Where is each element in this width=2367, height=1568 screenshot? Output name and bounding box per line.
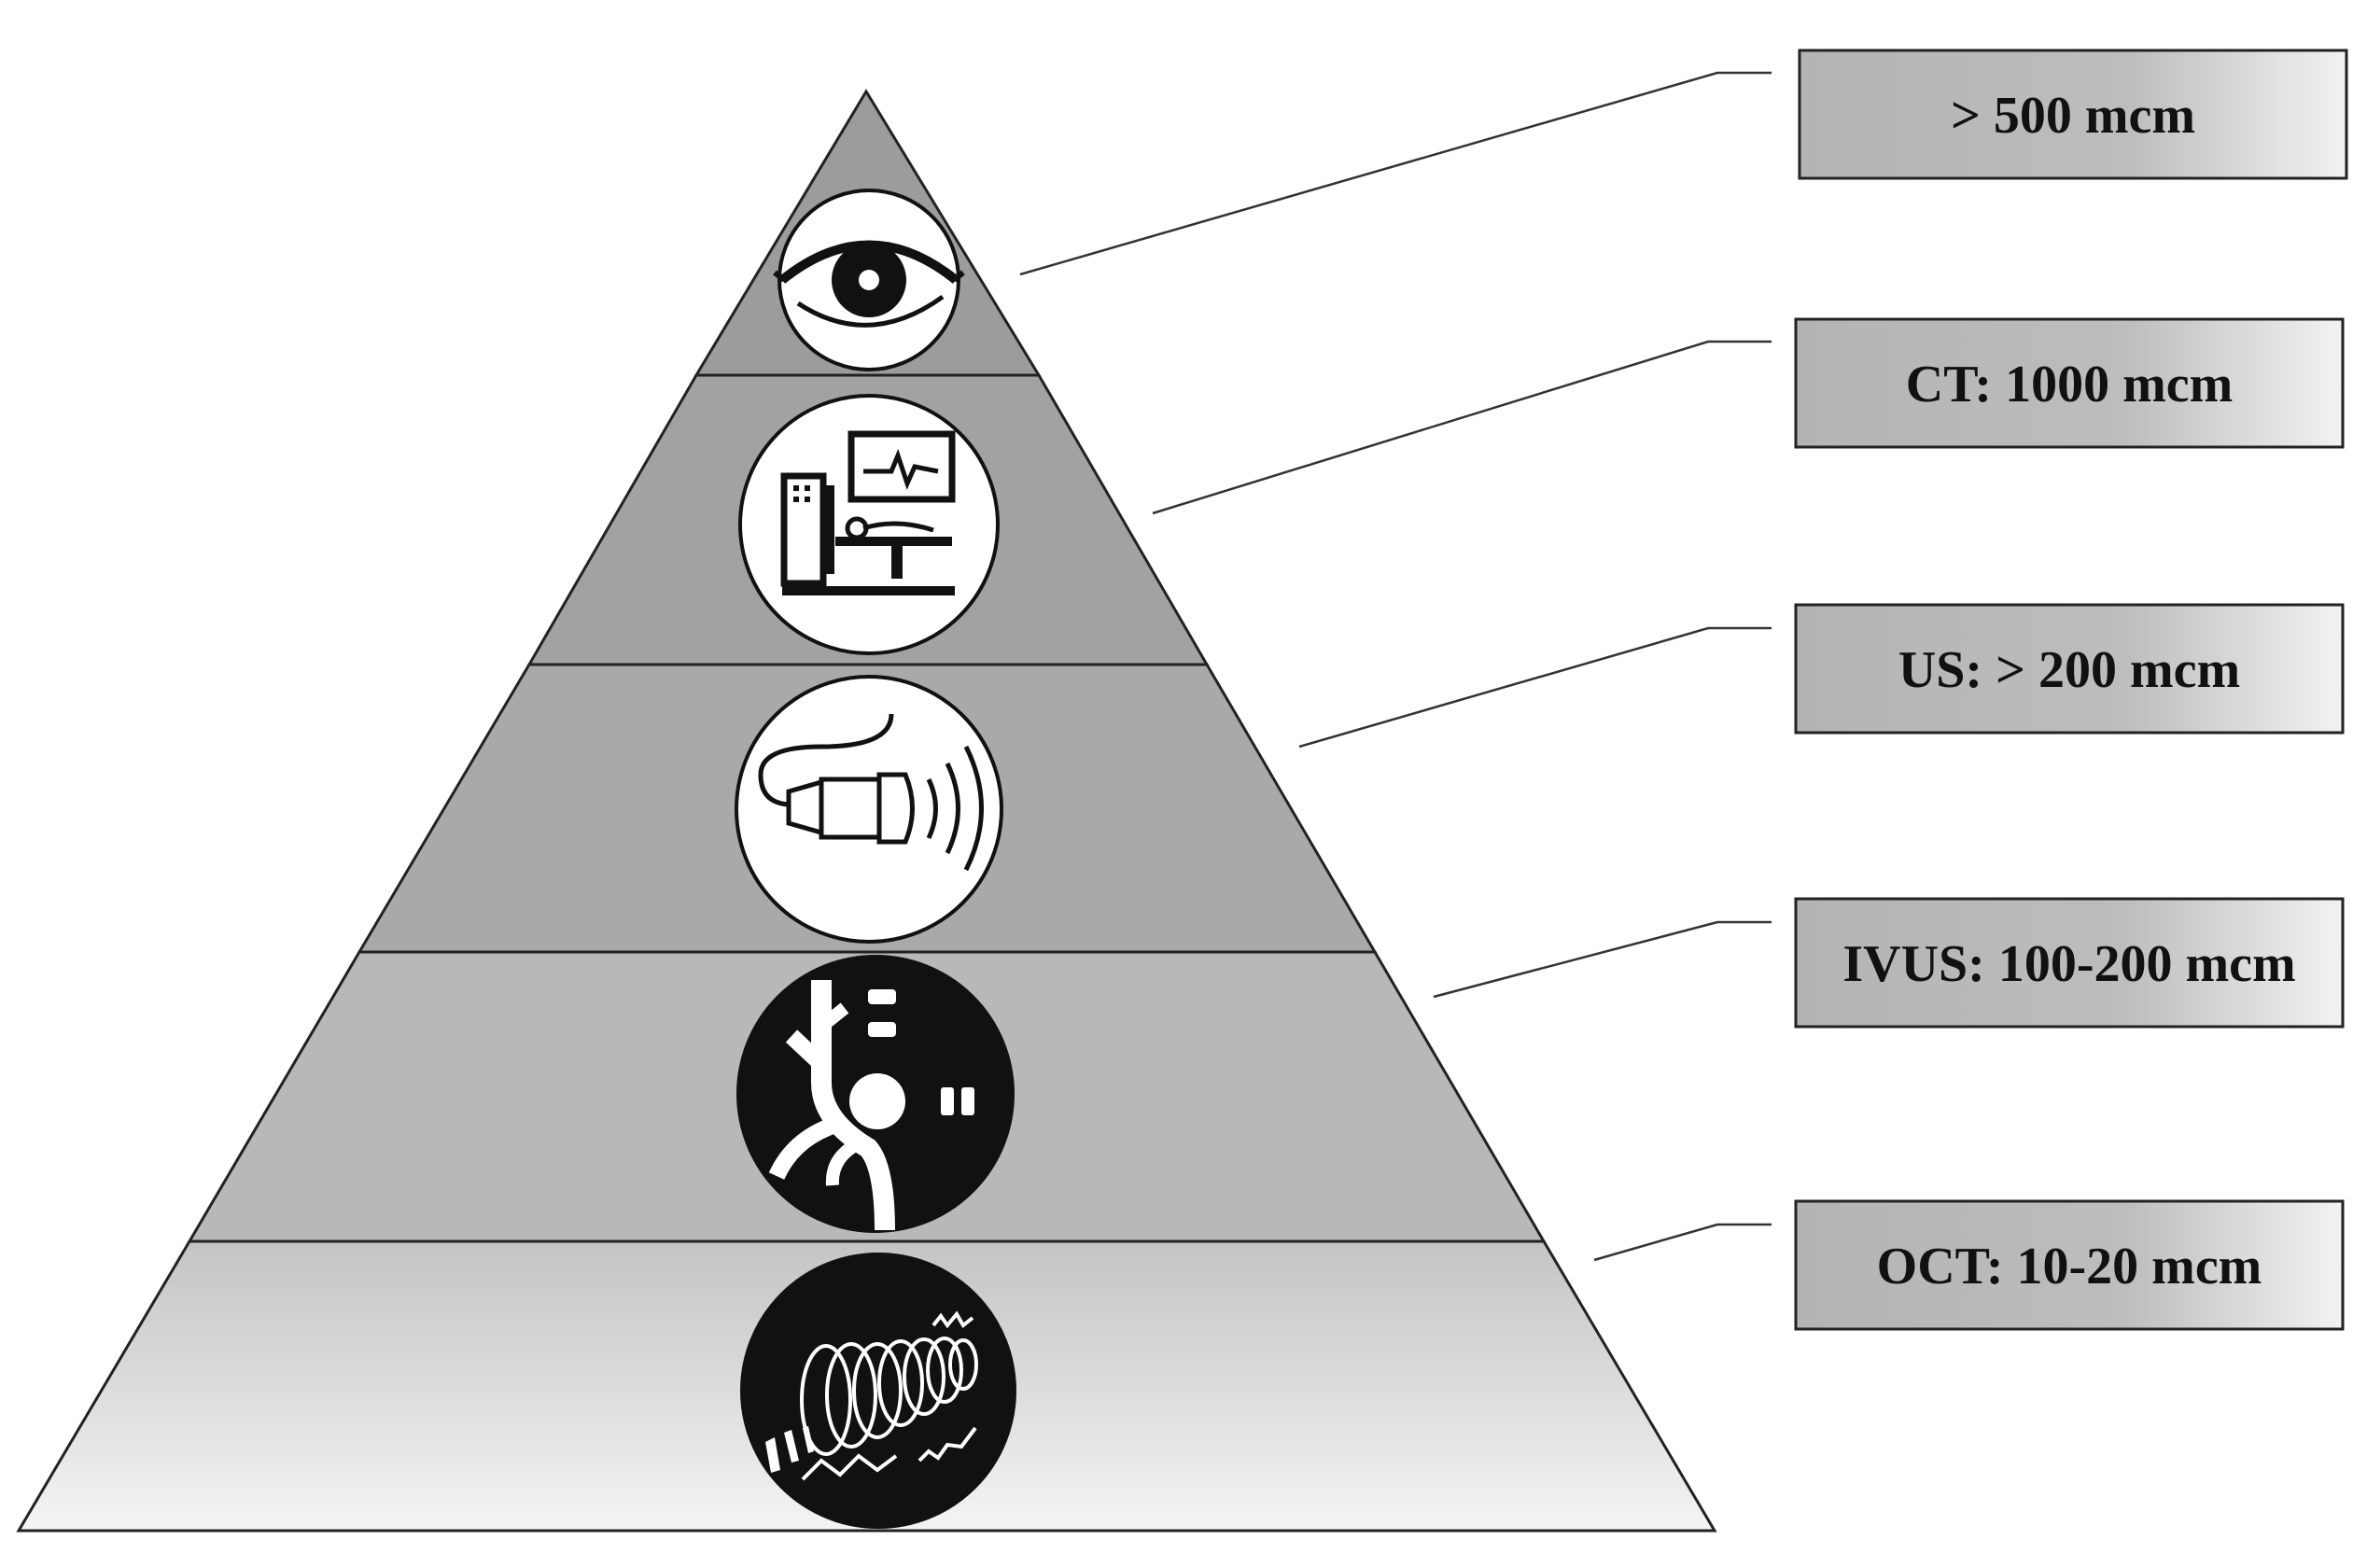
leader-eye xyxy=(1019,71,1772,276)
eye-icon xyxy=(773,189,965,371)
label-us: US: > 200 mcm xyxy=(1794,603,2345,735)
label-boxes: > 500 mcm CT: 1000 mcm US: > 200 mcm IVU… xyxy=(1794,49,2348,1331)
label-us-text: US: > 200 mcm xyxy=(1898,641,2240,699)
ct-scanner-icon xyxy=(738,394,1000,655)
ivus-vessel-icon xyxy=(736,955,1015,1233)
label-eye: > 500 mcm xyxy=(1798,49,2348,180)
leader-us xyxy=(1298,626,1772,749)
leader-oct xyxy=(1593,1223,1772,1262)
label-ivus: IVUS: 100-200 mcm xyxy=(1794,897,2345,1029)
label-eye-text: > 500 mcm xyxy=(1951,87,2195,145)
label-ct-text: CT: 1000 mcm xyxy=(1906,356,2233,413)
leader-ct xyxy=(1152,340,1772,515)
label-ivus-text: IVUS: 100-200 mcm xyxy=(1842,935,2295,993)
ultrasound-probe-icon xyxy=(735,675,1003,944)
oct-spiral-icon xyxy=(740,1253,1016,1529)
leader-ivus xyxy=(1433,920,1772,999)
label-oct-text: OCT: 10-20 mcm xyxy=(1877,1238,2262,1295)
label-oct: OCT: 10-20 mcm xyxy=(1794,1199,2345,1331)
leader-lines xyxy=(1019,71,1772,1262)
label-ct: CT: 1000 mcm xyxy=(1794,317,2345,449)
